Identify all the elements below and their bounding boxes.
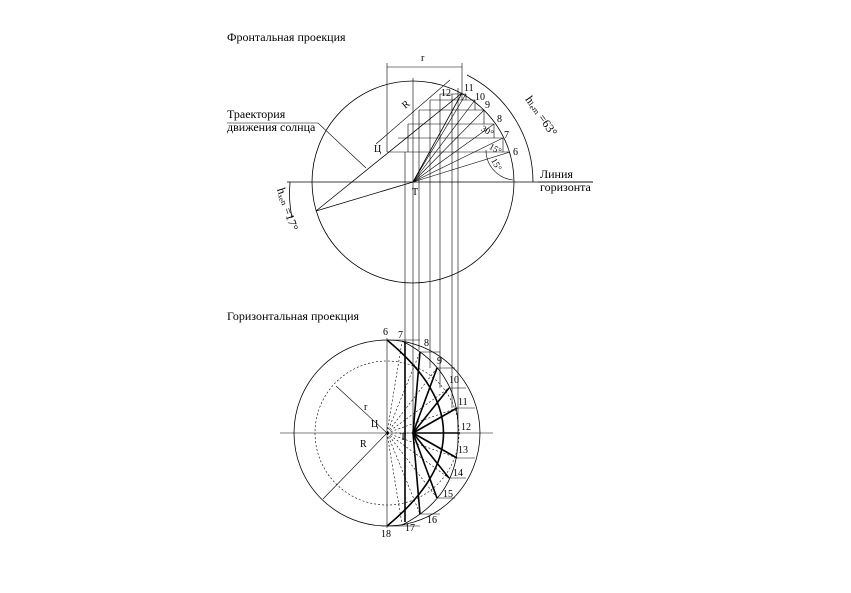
horizontal-hour-12: 12: [461, 422, 471, 433]
winter-line: [315, 181, 414, 212]
R-radius-label: R: [360, 439, 367, 450]
horizontal-hour-9: 9: [437, 356, 442, 367]
r-radius-label: r: [364, 402, 368, 413]
frontal-hour-7: 7: [504, 130, 509, 141]
frontal-hour-12: 12: [441, 88, 451, 99]
hour-construction-lines: [387, 339, 475, 527]
angle-15-a-label: 15°: [487, 141, 503, 156]
r-dimension-label: r: [421, 53, 425, 64]
frontal-hour-9: 9: [485, 100, 490, 111]
frontal-verticals: [407, 94, 504, 152]
frontal-hour-10: 10: [475, 92, 485, 103]
summer-altitude-arc: [466, 74, 534, 183]
hour-angle-arc: [485, 149, 514, 181]
h-summer-label: hₗₑₘ =63°: [522, 93, 560, 139]
angle-15-b-label: 15°: [489, 156, 504, 172]
solid-hour-rays: [404, 342, 460, 522]
frontal-rays: [412, 93, 511, 183]
frontal-hour-6: 6: [513, 147, 518, 158]
horizon-label-2: горизонта: [540, 180, 592, 194]
horizontal-hour-18: 18: [381, 529, 391, 540]
frontal-title: Фронтальная проекция: [227, 30, 346, 44]
R-dimension-label: R: [400, 98, 412, 111]
trajectory-leader: [227, 122, 367, 169]
horizontal-T-label: Т: [400, 432, 406, 443]
frontal-center-label: Ц: [374, 144, 381, 155]
summer-ray: [412, 92, 463, 183]
horizontal-center-label: Ц: [371, 419, 378, 430]
horizontal-hour-6: 6: [383, 327, 388, 338]
R-radius-line: [322, 432, 388, 500]
trajectory-label-2: движения солнца: [227, 120, 316, 134]
frontal-hour-8: 8: [497, 114, 502, 125]
horizon-label-1: Линия: [540, 167, 573, 181]
frontal-hour-11: 11: [464, 83, 474, 94]
trajectory-label-1: Траектория: [227, 107, 286, 121]
frontal-T-label: Т: [412, 187, 418, 198]
horizontal-hour-7: 7: [398, 330, 403, 341]
horizontal-title: Горизонтальная проекция: [227, 309, 360, 323]
angle-30-label: 30°: [479, 123, 495, 138]
winter-altitude-arc: [289, 181, 293, 219]
horizontal-hour-14: 14: [453, 468, 463, 479]
projection-lines: [404, 78, 459, 522]
horizontal-hour-13: 13: [458, 445, 468, 456]
horizontal-hour-8: 8: [424, 338, 429, 349]
horizontal-hour-11: 11: [458, 397, 468, 408]
frontal-projection: Фронтальная проекция Линия горизонта Тра…: [227, 30, 593, 284]
horizontal-hour-17: 17: [405, 523, 415, 534]
h-winter-label: hₓₑₙ =17°: [274, 186, 301, 233]
horizontal-hour-16: 16: [427, 515, 437, 526]
horizontal-projection: Горизонтальная проекция r R Ц Т: [227, 309, 493, 540]
horizontal-hour-10: 10: [449, 375, 459, 386]
r-radius-line: [335, 385, 388, 434]
horizontal-hour-15: 15: [443, 489, 453, 500]
